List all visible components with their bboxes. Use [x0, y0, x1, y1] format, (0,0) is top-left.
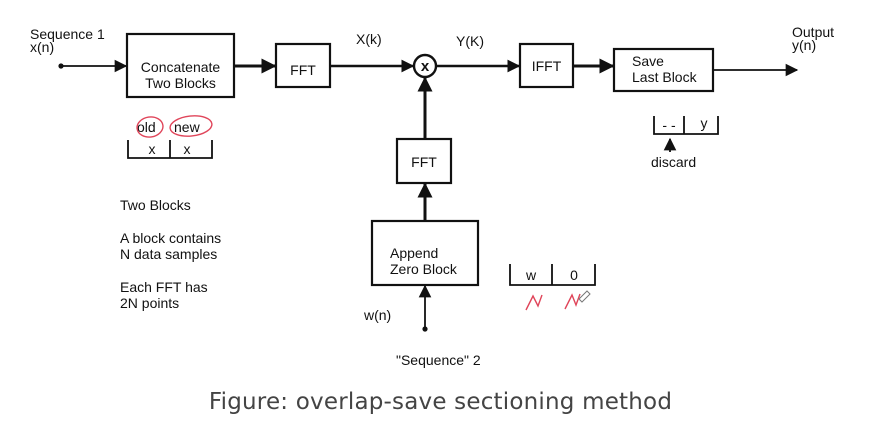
n-annotation-w	[525, 294, 543, 311]
output-buffer-cell-discard: - -	[662, 117, 676, 133]
filter-buffer-cell-zero: 0	[570, 267, 578, 283]
output-signal-label: y(n)	[792, 37, 816, 53]
append-line2: Zero Block	[390, 261, 458, 277]
new-circle-annotation	[169, 115, 213, 137]
n-annotation-zero	[564, 293, 581, 310]
input-buffer-cell-old: x	[149, 141, 156, 157]
multiply-icon: x	[421, 58, 430, 75]
output-label: Output	[792, 24, 834, 40]
concatenate-block: Concatenate Two Blocks	[125, 32, 236, 99]
filter-buffer: w 0	[509, 264, 596, 311]
concatenate-line1: Concatenate	[141, 59, 221, 75]
input-buffer-outline	[127, 140, 213, 159]
notes: Two Blocks A block contains N data sampl…	[120, 197, 221, 311]
append-line1: Append	[390, 245, 438, 261]
sequence2-signal-label: w(n)	[363, 307, 391, 323]
discard-label: discard	[651, 154, 696, 170]
append-zero-block: Append Zero Block	[370, 219, 480, 287]
sequence1-label: Sequence 1	[30, 26, 105, 42]
save-last-block: Save Last Block	[612, 47, 715, 93]
note-two-blocks: Two Blocks	[120, 197, 191, 213]
save-last-line2: Last Block	[632, 69, 698, 85]
concatenate-line2: Two Blocks	[145, 75, 216, 91]
note-block-contains-line2: N data samples	[120, 246, 217, 262]
multiplier-node: x	[412, 53, 438, 79]
save-last-line1: Save	[632, 53, 664, 69]
old-annotation: old	[137, 119, 156, 135]
fft-bottom-block: FFT	[395, 137, 453, 185]
note-fft-points-line2: 2N points	[120, 295, 179, 311]
filter-buffer-cell-w: w	[525, 267, 537, 283]
fft-bottom-label: FFT	[411, 154, 437, 170]
input-buffer-cell-new: x	[184, 141, 191, 157]
input-buffer: old new x x	[127, 115, 213, 159]
filter-buffer-outline	[509, 264, 596, 286]
xk-label: X(k)	[356, 31, 382, 47]
note-fft-points-line1: Each FFT has	[120, 279, 208, 295]
output-buffer-cell-y: y	[701, 115, 708, 131]
sequence2-label: "Sequence" 2	[396, 352, 481, 368]
ifft-label: IFFT	[532, 58, 562, 74]
note-block-contains-line1: A block contains	[120, 230, 221, 246]
pencil-cursor-icon	[578, 290, 591, 303]
figure-caption: Figure: overlap-save sectioning method	[208, 389, 673, 415]
fft-top-block: FFT	[274, 42, 332, 89]
sequence1-signal-label: x(n)	[30, 39, 54, 55]
yk-label: Y(K)	[456, 33, 484, 49]
old-circle-annotation	[136, 116, 164, 138]
output-buffer: - - y discard	[651, 115, 719, 170]
fft-top-label: FFT	[290, 62, 316, 78]
ifft-block: IFFT	[518, 42, 575, 89]
output-buffer-outline	[653, 116, 719, 135]
new-annotation: new	[174, 119, 201, 135]
